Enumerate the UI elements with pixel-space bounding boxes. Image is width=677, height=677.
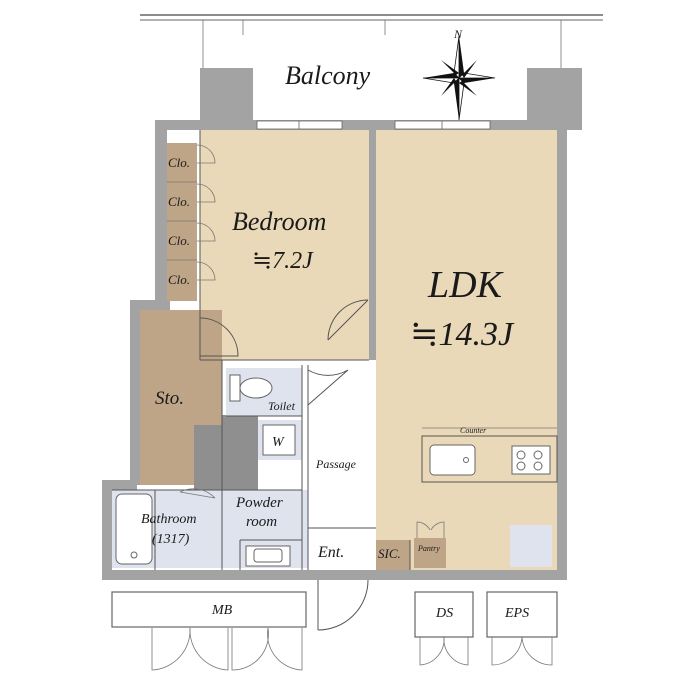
bathtub-icon: [115, 493, 153, 565]
compass-north-icon: [422, 35, 496, 121]
doors: [179, 144, 445, 631]
toilet-label: Toilet: [268, 399, 296, 413]
powder-label-1: Powder: [235, 495, 283, 511]
kitchen-sink-icon: [429, 444, 476, 476]
mb-label: MB: [211, 603, 233, 618]
closet-label-2: Clo.: [168, 194, 190, 209]
entrance-label: Ent.: [317, 544, 344, 561]
ds-label: DS: [435, 606, 453, 621]
washer-label: W: [272, 435, 285, 450]
passage-label: Passage: [315, 457, 357, 471]
eps-label: EPS: [504, 606, 529, 621]
closet-label-3: Clo.: [168, 233, 190, 248]
bathroom-label-2: (1317): [152, 532, 190, 547]
washer-icon: [262, 424, 296, 456]
ldk-area: [376, 130, 557, 570]
pantry-area: [414, 538, 446, 568]
balcony-label: Balcony: [285, 61, 371, 90]
powder-label-2: room: [246, 514, 277, 530]
sink-icon: [245, 545, 291, 567]
pantry-label: Pantry: [417, 544, 440, 553]
labels: N Balcony Bedroom ≒7.2J LDK ≒14.3J Clo. …: [141, 27, 529, 621]
closet-label-1: Clo.: [168, 155, 190, 170]
sic-label: SIC.: [378, 546, 401, 561]
bathroom-label-1: Bathroom: [141, 512, 196, 527]
counter-label: Counter: [460, 426, 487, 435]
compass-label: N: [453, 27, 463, 41]
room-fills: [112, 130, 557, 570]
ldk-size: ≒14.3J: [410, 316, 515, 353]
toilet-fixture-icon: [229, 374, 273, 402]
windows: [256, 120, 491, 130]
bedroom-area: [200, 130, 369, 360]
bedroom-label: Bedroom: [232, 207, 326, 236]
storage-label: Sto.: [155, 388, 184, 409]
fixtures: [115, 374, 551, 567]
stove-icon: [511, 445, 551, 475]
storage-area: [140, 310, 222, 425]
fridge-area: [510, 525, 552, 567]
utility-boxes: [111, 591, 558, 671]
balcony: [140, 14, 603, 68]
closets-area: [167, 143, 197, 301]
storage2-area: [140, 425, 194, 485]
closet-label-4: Clo.: [168, 272, 190, 287]
walls: [102, 68, 582, 580]
bedroom-size: ≒7.2J: [252, 248, 314, 274]
partitions: [112, 130, 558, 570]
ldk-label: LDK: [427, 264, 504, 306]
sic-area: [376, 540, 410, 570]
